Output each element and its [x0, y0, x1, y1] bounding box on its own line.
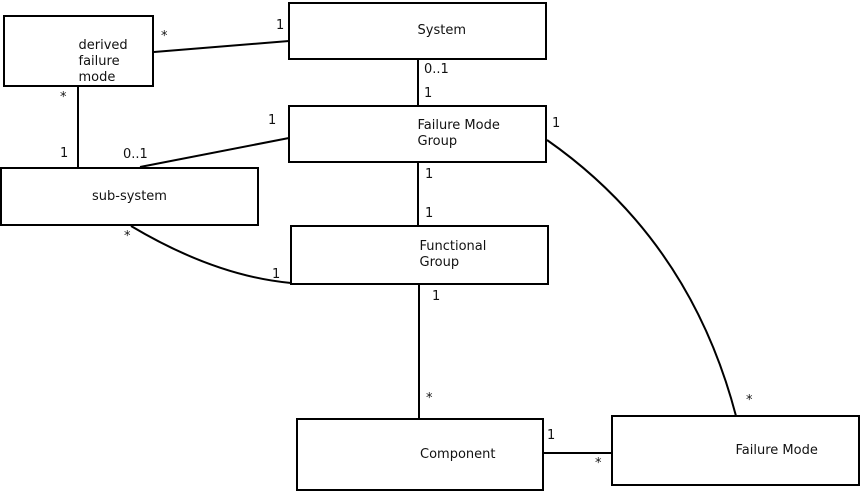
- node-failure-mode-group[interactable]: Failure Mode Group: [288, 105, 547, 163]
- node-component[interactable]: Component: [296, 418, 544, 491]
- node-functional-group[interactable]: Functional Group: [290, 225, 549, 285]
- multiplicity-failure-mode-group-failure-mode-near-source: 1: [552, 116, 561, 131]
- multiplicity-derived-failure-mode-system-near-source: *: [161, 29, 168, 44]
- node-failure-mode-group-label: Failure Mode Group: [417, 118, 500, 149]
- multiplicity-sub-system-failure-mode-group-near-target: 1: [268, 113, 277, 128]
- multiplicity-failure-mode-group-functional-group-near-source: 1: [425, 167, 434, 182]
- multiplicity-system-failure-mode-group-near-source: 0..1: [424, 62, 449, 77]
- multiplicity-functional-group-component-near-target: *: [426, 391, 433, 406]
- multiplicity-system-failure-mode-group-near-target: 1: [424, 86, 433, 101]
- edge-derived-failure-mode-system: [153, 40, 290, 53]
- edge-sub-system-failure-mode-group: [139, 137, 290, 168]
- edge-sub-system-functional-group: [130, 225, 292, 284]
- multiplicity-derived-failure-mode-sub-system-near-target: 1: [60, 146, 69, 161]
- node-derived-failure-mode-label: derived failure mode: [78, 38, 128, 85]
- node-sub-system[interactable]: sub-system: [0, 167, 259, 226]
- multiplicity-failure-mode-group-failure-mode-near-target: *: [746, 393, 753, 408]
- node-derived-failure-mode[interactable]: derived failure mode: [3, 15, 154, 87]
- node-component-label: Component: [420, 446, 496, 462]
- multiplicity-component-failure-mode-near-target: *: [595, 456, 602, 471]
- multiplicity-sub-system-failure-mode-group-near-source: 0..1: [123, 147, 148, 162]
- multiplicity-derived-failure-mode-system-near-target: 1: [276, 18, 285, 33]
- node-system-label: System: [417, 23, 466, 38]
- edge-failure-mode-group-failure-mode: [546, 139, 737, 417]
- node-system[interactable]: System: [288, 2, 547, 60]
- multiplicity-failure-mode-group-functional-group-near-target: 1: [425, 206, 434, 221]
- multiplicity-derived-failure-mode-sub-system-near-source: *: [60, 90, 67, 105]
- node-sub-system-label: sub-system: [92, 188, 167, 204]
- node-failure-mode[interactable]: Failure Mode: [611, 415, 860, 486]
- node-failure-mode-label: Failure Mode: [735, 442, 818, 458]
- node-functional-group-label: Functional Group: [419, 239, 487, 270]
- multiplicity-component-failure-mode-near-source: 1: [547, 428, 556, 443]
- multiplicity-sub-system-functional-group-near-source: *: [124, 229, 131, 244]
- multiplicity-sub-system-functional-group-near-target: 1: [272, 267, 281, 282]
- multiplicity-functional-group-component-near-source: 1: [432, 289, 441, 304]
